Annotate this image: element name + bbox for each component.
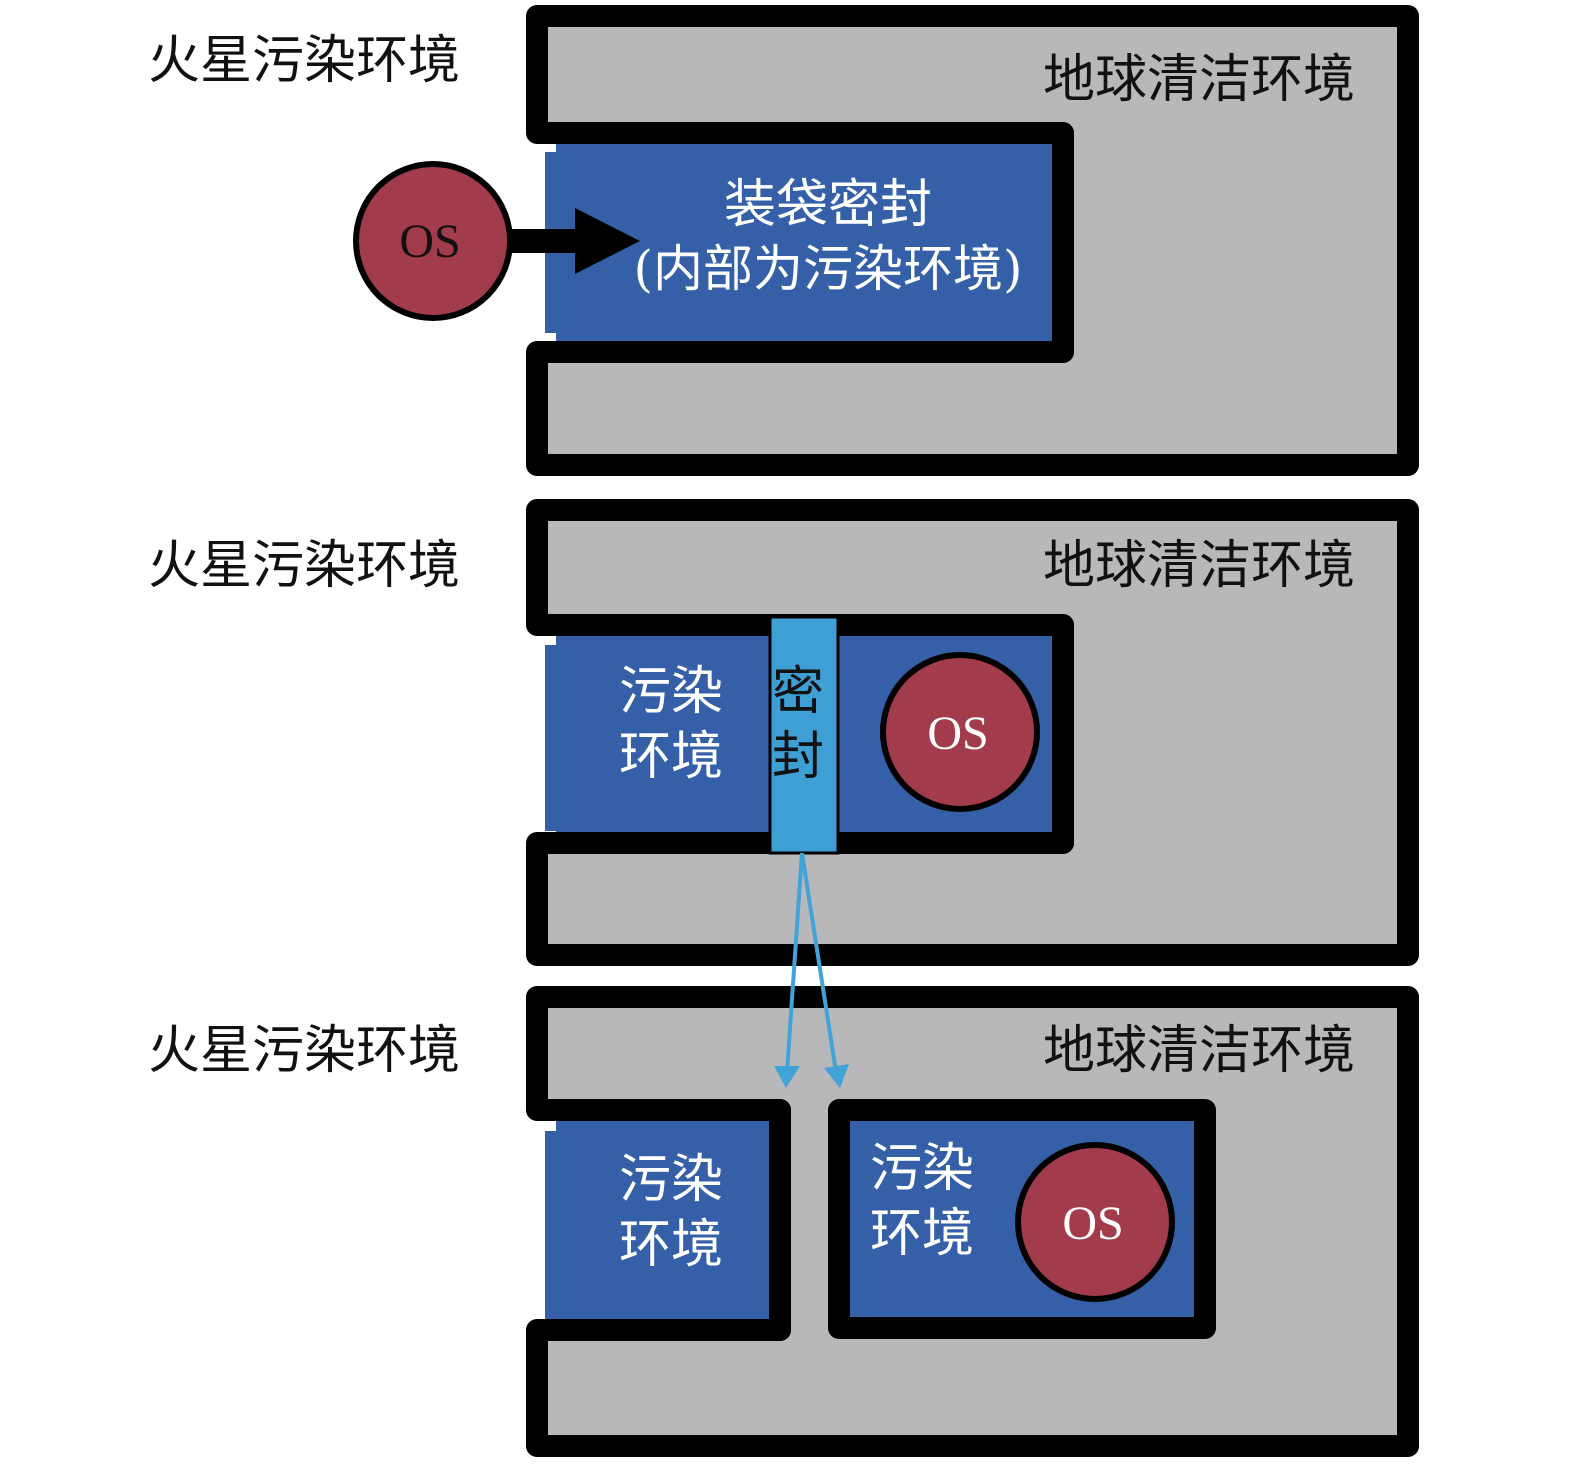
panel-1-bag-label-line2: (内部为污染环境) (633, 240, 1022, 298)
seal-split-arrow-right-head (824, 1064, 849, 1088)
panel-3-left-contaminated-line2: 环境 (619, 1215, 723, 1275)
panel-3-os-sample (1015, 1142, 1175, 1302)
panel-1-bagging: 火星污染环境 地球清洁环境 OS 装袋密封 (内部为污染环境) (148, 5, 1419, 476)
seal-split-arrow-left-shaft (785, 852, 804, 1073)
panel-1-insert-arrow-head (575, 208, 640, 274)
panel-2-seal-label-line1: 密 (772, 662, 824, 722)
panel-3-right-contaminated-line2: 环境 (870, 1204, 974, 1264)
panel-3-separated: 火星污染环境 地球清洁环境 污染 环境 污染 环境 OS (148, 986, 1419, 1457)
seal-split-arrow-left-head (774, 1066, 800, 1088)
panel-3-left-bag (556, 1099, 791, 1341)
panel-1-os-sample (353, 161, 513, 321)
seal-split-arrow-right-shaft (800, 852, 838, 1073)
panel-1-bag-label-line1: 装袋密封 (724, 175, 932, 235)
panel-3-os-label: OS (1062, 1197, 1123, 1250)
panel-1-earth-label: 地球清洁环境 (1043, 50, 1355, 110)
panel-2-seal-label-line2: 封 (772, 727, 824, 787)
panel-2-earth-label: 地球清洁环境 (1043, 536, 1355, 596)
panel-3-right-contaminated-line1: 污染 (870, 1139, 974, 1199)
panel-2-mars-label: 火星污染环境 (148, 536, 460, 596)
panel-2-contaminated-line2: 环境 (619, 727, 723, 787)
seal-split-arrows (774, 852, 849, 1088)
panel-2-sealing: 火星污染环境 地球清洁环境 污染 环境 密 封 OS (148, 499, 1419, 966)
panel-2-os-label: OS (927, 707, 988, 760)
panel-2-contaminated-line1: 污染 (619, 662, 723, 722)
panel-3-mars-label: 火星污染环境 (148, 1021, 460, 1081)
panel-2-bag-opening (545, 645, 585, 831)
panel-3-left-contaminated-line1: 污染 (619, 1150, 723, 1210)
panel-3-earth-label: 地球清洁环境 (1043, 1021, 1355, 1081)
panel-1-bag (556, 122, 1074, 363)
panel-3-left-bag-opening (545, 1131, 585, 1319)
panel-1-mars-label: 火星污染环境 (148, 31, 460, 91)
panel-2-seal-strip (768, 615, 840, 855)
panel-1-os-label: OS (399, 215, 460, 268)
panel-2-os-sample (880, 652, 1040, 812)
